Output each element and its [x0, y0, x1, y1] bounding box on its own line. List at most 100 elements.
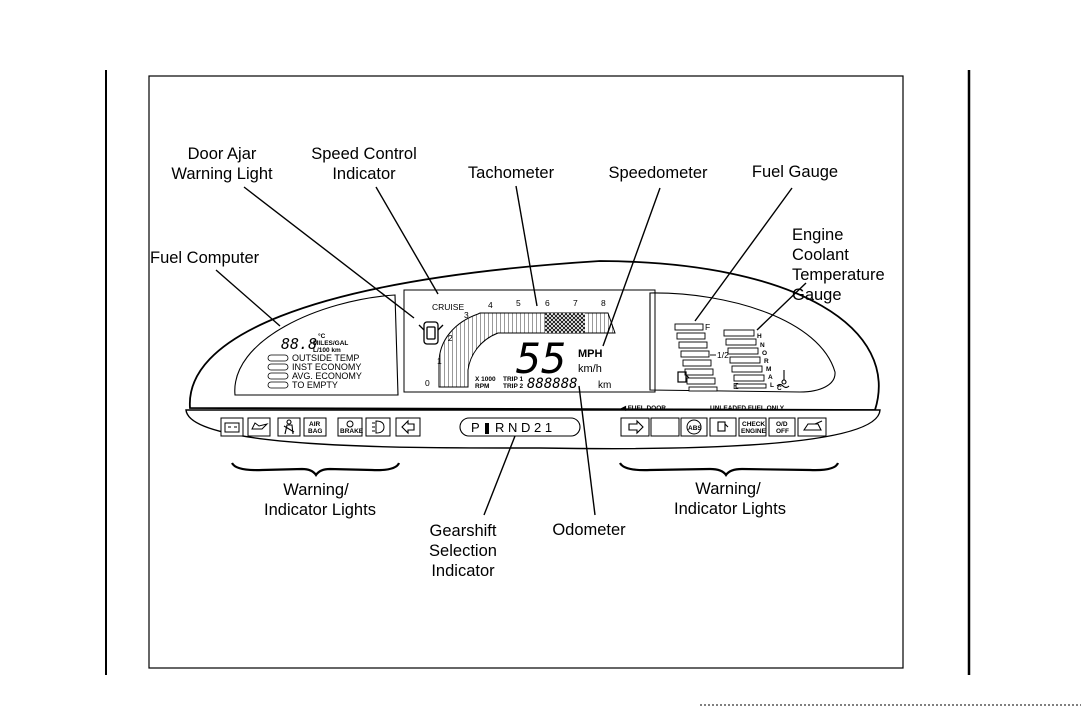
leader-gearshift [483, 435, 516, 516]
callout-coolant: Coolant [792, 246, 849, 264]
tach-tick: 8 [601, 298, 606, 308]
left-lights-brace [231, 462, 401, 477]
callout-speedometer: Speedometer [608, 164, 708, 182]
coolant-normal-letter: M [766, 366, 771, 373]
fuel-computer-unit-l100: L/100 km [313, 347, 341, 354]
leader-coolant [756, 282, 807, 331]
brake-label: BRAKE [340, 428, 364, 435]
brake-warning-icon [346, 420, 354, 428]
callout-coolant: Temperature [792, 266, 885, 284]
callout-fuel-computer: Fuel Computer [150, 249, 260, 267]
callout-labels: Door Ajar Warning Light Speed Control In… [150, 145, 885, 580]
oil-pressure-icon [251, 422, 269, 430]
battery-icon [224, 422, 240, 433]
left-turn-signal-icon [401, 419, 415, 435]
tach-tick: 0 [425, 378, 430, 388]
mode-indicator [267, 354, 289, 362]
callout-gearshift: Selection [429, 542, 497, 560]
right-turn-signal-icon [628, 419, 644, 435]
coolant-temperature-gauge [723, 329, 767, 389]
callout-warning-left: Warning/ [283, 481, 349, 499]
check-engine-label: ENGINE [741, 428, 767, 435]
speed-unit-mph: MPH [578, 348, 603, 360]
coolant-normal-letter: L [770, 382, 774, 389]
callout-speed-control: Speed Control [311, 145, 417, 163]
tach-tick: 6 [545, 298, 550, 308]
speed-digits: 55 [516, 334, 567, 383]
leader-speedometer [602, 187, 661, 347]
coolant-normal-letter: O [762, 350, 767, 357]
coolant-normal-letter: R [764, 358, 769, 365]
fuel-door-label: ◀ FUEL DOOR [620, 405, 666, 412]
coolant-hot: H [757, 333, 762, 340]
low-fuel-icon [717, 421, 729, 432]
speedometer-readout: 55 MPH km/h TRIP 1 TRIP 2 888888 km [503, 334, 611, 392]
mode-indicator [267, 363, 289, 371]
fuel-computer-unit-mpg: MILES/GAL [313, 340, 348, 347]
mode-indicator [267, 372, 289, 380]
abs-icon [686, 419, 702, 435]
callout-warning-left: Indicator Lights [264, 501, 376, 519]
abs-label: ABS [688, 425, 702, 432]
callout-fuel-gauge: Fuel Gauge [752, 163, 838, 181]
airbag-label: AIR [309, 421, 321, 428]
coolant-normal-letter: A [768, 374, 773, 381]
rpm-label: RPM [475, 383, 489, 390]
leader-speed-control [375, 186, 439, 295]
tach-tick: 4 [488, 300, 493, 310]
airbag-label: BAG [308, 428, 322, 435]
tach-tick: 7 [573, 298, 578, 308]
trunk-ajar-icon [802, 420, 823, 431]
fuel-computer-unit-c: °C [318, 332, 326, 340]
figure-frame [148, 75, 904, 669]
headlamp-icon [372, 420, 385, 434]
callout-speed-control: Indicator [332, 165, 396, 183]
mode-label: OUTSIDE TEMP [292, 353, 359, 363]
leader-lines [215, 185, 807, 516]
gear-p: P [471, 420, 480, 435]
gearshift-indicator: P R N D 2 1 [459, 417, 581, 437]
callout-gearshift: Gearshift [430, 522, 497, 540]
coolant-thermometer-icon [776, 370, 790, 389]
callout-coolant: Engine [792, 226, 843, 244]
gear-positions: R N D 2 1 [495, 420, 552, 435]
odometer-unit: km [598, 380, 611, 391]
rpm-label: X 1000 [475, 376, 496, 383]
odometer-digits: 888888 [527, 376, 578, 392]
check-engine-label: CHECK [742, 421, 765, 428]
speed-unit-kmh: km/h [578, 363, 602, 375]
leader-odometer [578, 385, 596, 516]
fuel-computer-digits: 88.8 [281, 335, 317, 353]
tachometer-redline [545, 313, 585, 333]
leader-door-ajar [243, 186, 415, 319]
callout-warning-right: Indicator Lights [674, 500, 786, 518]
fuel-pump-icon [677, 371, 690, 383]
tach-tick: 5 [516, 298, 521, 308]
mode-label: INST ECONOMY [292, 362, 361, 372]
right-lights-brace [619, 462, 840, 477]
gear-pointer [485, 423, 489, 434]
od-off-label: OFF [776, 428, 789, 435]
leader-tachometer [515, 185, 538, 307]
tach-tick: 1 [437, 356, 442, 366]
callout-door-ajar: Warning Light [171, 165, 273, 183]
od-off-label: O/D [776, 421, 788, 428]
callout-door-ajar: Door Ajar [188, 145, 257, 163]
mode-label: TO EMPTY [292, 380, 338, 390]
door-ajar-icon [418, 321, 444, 345]
trip-2-label: TRIP 2 [503, 383, 523, 390]
mode-indicator [267, 381, 289, 389]
coolant-cold: C [777, 385, 782, 392]
fuel-computer-display: 88.8 °C MILES/GAL L/100 km OUTSIDE TEMP … [267, 332, 362, 390]
callout-coolant: Gauge [792, 286, 842, 304]
coolant-normal-letter: N [760, 342, 765, 349]
callout-gearshift: Indicator [431, 562, 495, 580]
callout-odometer: Odometer [552, 521, 626, 539]
fuel-gauge [674, 323, 718, 392]
tach-tick: 2 [448, 333, 453, 343]
fuel-gauge-full: F [705, 322, 710, 332]
right-warning-light-strip [620, 417, 827, 437]
callout-tachometer: Tachometer [468, 164, 555, 182]
callout-warning-right: Warning/ [695, 480, 761, 498]
